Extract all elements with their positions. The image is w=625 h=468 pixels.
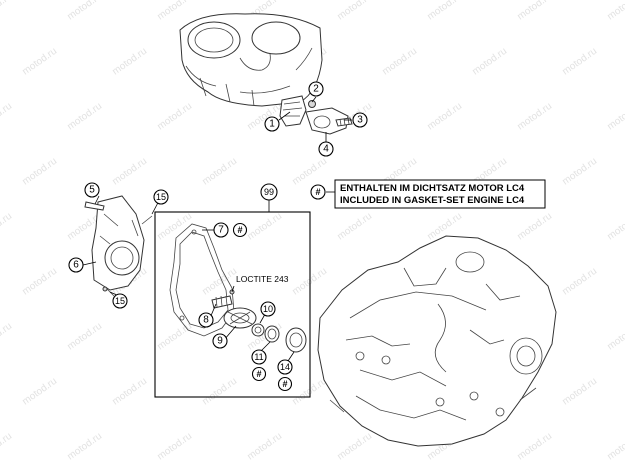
watermark-text: motod.ru — [380, 46, 419, 78]
watermark-text: motod.ru — [155, 0, 194, 22]
svg-text:2: 2 — [313, 84, 319, 95]
callout-6: 6 — [68, 257, 84, 273]
watermark-text: motod.ru — [515, 0, 554, 22]
watermark-text: motod.ru — [560, 156, 599, 188]
callout-15-upper: 15 — [153, 189, 169, 205]
callout-15-lower: 15 — [112, 293, 128, 309]
watermark-text: motod.ru — [20, 46, 59, 78]
thermostat-parts-drawing — [279, 95, 353, 135]
callout-8: 8 — [198, 312, 214, 328]
svg-text:99: 99 — [264, 187, 274, 197]
svg-text:#: # — [237, 225, 242, 235]
watermark-text: motod.ru — [65, 321, 104, 353]
watermark-text: motod.ru — [0, 0, 14, 22]
callout-99: 99 — [260, 183, 278, 201]
svg-text:1: 1 — [269, 119, 275, 130]
legend-hash-symbol: # — [310, 184, 326, 200]
watermark-text: motod.ru — [515, 211, 554, 243]
watermark-text: motod.ru — [605, 101, 625, 133]
gasket-set-box — [154, 211, 311, 398]
watermark-text: motod.ru — [155, 211, 194, 243]
watermark-text: motod.ru — [560, 376, 599, 408]
watermark-text: motod.ru — [560, 46, 599, 78]
watermark-text: motod.ru — [200, 376, 239, 408]
watermark-text: motod.ru — [0, 321, 14, 353]
watermark-text: motod.ru — [20, 266, 59, 298]
callout-14-hash: # — [277, 376, 293, 392]
watermark-text: motod.ru — [605, 211, 625, 243]
watermark-text: motod.ru — [155, 431, 194, 463]
svg-text:#: # — [256, 369, 261, 379]
callout-2: 2 — [308, 81, 324, 97]
watermark-text: motod.ru — [0, 101, 14, 133]
svg-text:11: 11 — [254, 352, 263, 362]
svg-text:4: 4 — [323, 144, 329, 155]
callout-7-hash: # — [232, 222, 248, 238]
loctite-label: LOCTITE 243 — [236, 274, 289, 284]
cylinder-drawing — [179, 13, 323, 107]
gasket-set-note: ENTHALTEN IM DICHTSATZ MOTOR LC4 INCLUDE… — [334, 179, 546, 209]
watermark-text: motod.ru — [110, 376, 149, 408]
watermark-text: motod.ru — [605, 0, 625, 22]
callout-7: 7 — [213, 222, 229, 238]
callout-10: 10 — [260, 301, 276, 317]
watermark-text: motod.ru — [515, 101, 554, 133]
note-line-english: INCLUDED IN GASKET-SET ENGINE LC4 — [340, 195, 525, 206]
svg-text:10: 10 — [263, 304, 273, 314]
watermark-text: motod.ru — [200, 156, 239, 188]
svg-text:3: 3 — [357, 115, 363, 126]
watermark-text: motod.ru — [0, 211, 14, 243]
callout-4: 4 — [318, 141, 334, 157]
watermark-text: motod.ru — [335, 0, 374, 22]
watermark-text: motod.ru — [425, 101, 464, 133]
watermark-text: motod.ru — [0, 431, 14, 463]
svg-text:5: 5 — [89, 185, 95, 196]
watermark-text: motod.ru — [290, 156, 329, 188]
callout-3: 3 — [352, 112, 368, 128]
callout-11-hash: # — [251, 366, 267, 382]
svg-text:#: # — [282, 379, 287, 389]
svg-text:9: 9 — [217, 336, 223, 347]
watermark-text: motod.ru — [245, 211, 284, 243]
svg-text:15: 15 — [115, 296, 125, 306]
callout-14: 14 — [277, 359, 293, 375]
callout-5: 5 — [84, 182, 100, 198]
watermark-text: motod.ru — [65, 0, 104, 22]
watermark-text: motod.ru — [335, 431, 374, 463]
watermark-text: motod.ru — [335, 211, 374, 243]
watermark-text: motod.ru — [245, 431, 284, 463]
note-line-german: ENTHALTEN IM DICHTSATZ MOTOR LC4 — [340, 183, 525, 194]
watermark-text: motod.ru — [20, 156, 59, 188]
watermark-text: motod.ru — [155, 101, 194, 133]
callout-11: 11 — [251, 349, 267, 365]
pump-cover-drawing — [84, 195, 153, 297]
callout-9: 9 — [212, 333, 228, 349]
svg-text:14: 14 — [280, 362, 290, 372]
svg-text:7: 7 — [218, 225, 224, 236]
watermark-text: motod.ru — [155, 321, 194, 353]
callout-1: 1 — [264, 116, 280, 132]
engine-crankcase-drawing — [317, 235, 557, 447]
watermark-text: motod.ru — [65, 431, 104, 463]
watermark-text: motod.ru — [560, 266, 599, 298]
watermark-text: motod.ru — [515, 431, 554, 463]
watermark-text: motod.ru — [110, 156, 149, 188]
svg-text:8: 8 — [203, 315, 209, 326]
svg-text:15: 15 — [156, 192, 166, 202]
watermark-text: motod.ru — [425, 0, 464, 22]
svg-text:6: 6 — [73, 260, 79, 271]
watermark-text: motod.ru — [605, 321, 625, 353]
watermark-text: motod.ru — [65, 101, 104, 133]
watermark-text: motod.ru — [470, 46, 509, 78]
svg-text:#: # — [315, 187, 320, 197]
watermark-text: motod.ru — [20, 376, 59, 408]
watermark-text: motod.ru — [110, 46, 149, 78]
watermark-text: motod.ru — [605, 431, 625, 463]
